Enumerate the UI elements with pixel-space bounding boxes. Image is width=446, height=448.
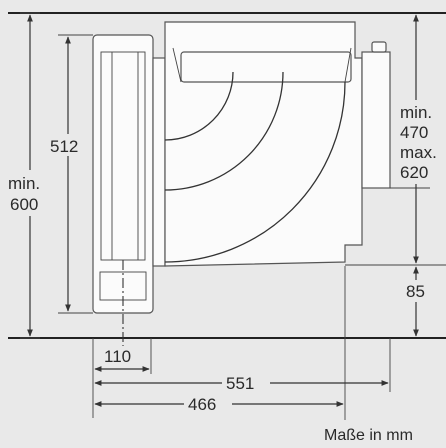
top-lid-hinge <box>180 51 352 83</box>
dim-551-label: 551 <box>226 374 254 393</box>
dim-right-max-value: 620 <box>400 163 428 182</box>
units-caption: Maße in mm <box>324 427 413 444</box>
hinge-strip <box>152 57 166 267</box>
top-handle <box>172 47 352 83</box>
door-swing-arc-2 <box>164 71 284 191</box>
door-outer <box>92 34 154 314</box>
dim-512-label: 512 <box>50 137 78 156</box>
dim-600-label-min: min. <box>8 174 40 193</box>
rear-module <box>361 51 391 189</box>
dim-600-label-value: 600 <box>10 195 38 214</box>
door-swing-arc-1 <box>164 71 234 141</box>
dim-right-max-label: max. <box>400 143 437 162</box>
rear-connector <box>371 41 387 53</box>
dim-right-min-value: 470 <box>400 123 428 142</box>
dim-85-label: 85 <box>406 282 425 301</box>
door-swing-arc-3 <box>164 81 346 263</box>
dim-110-label: 110 <box>104 347 131 366</box>
dim-right-min-label: min. <box>400 103 432 122</box>
dim-466-label: 466 <box>188 395 216 414</box>
appliance-body <box>164 21 363 267</box>
